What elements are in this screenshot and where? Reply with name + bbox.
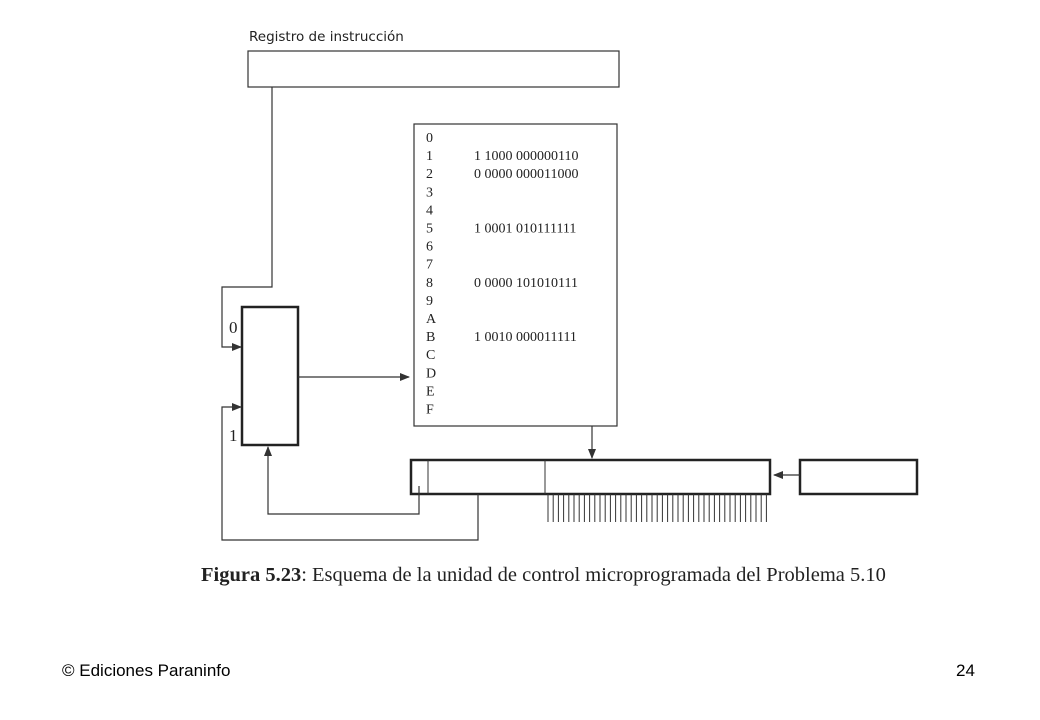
mux-input-0-label: 0 — [229, 318, 238, 337]
rom-word: 0 0000 101010111 — [474, 276, 578, 291]
rom-address: F — [426, 403, 434, 418]
rom-address: 2 — [426, 167, 433, 182]
rom-word: 1 1000 000000110 — [474, 149, 578, 164]
control-signal-lines — [547, 494, 767, 522]
rom-address: E — [426, 384, 435, 399]
instruction-register — [247, 50, 620, 88]
mux-input-1-label: 1 — [229, 426, 238, 445]
rom-word: 1 0010 000011111 — [474, 330, 577, 345]
caption-text: : Esquema de la unidad de control microp… — [301, 564, 886, 586]
rom-address: 0 — [426, 131, 433, 146]
rom-address: 4 — [426, 203, 433, 218]
rom-address: 5 — [426, 222, 433, 237]
rom-address: D — [426, 366, 436, 381]
address-field-feedback-line — [221, 403, 479, 541]
ir-to-mux-line — [221, 87, 273, 351]
footer-publisher: © Ediciones Paraninfo — [62, 661, 231, 680]
multiplexer — [240, 305, 300, 447]
rom-address: 8 — [426, 276, 433, 291]
microinstruction-register — [409, 458, 772, 496]
rom-address: 9 — [426, 294, 433, 309]
external-register — [798, 458, 919, 496]
control-memory — [413, 123, 618, 427]
rom-address: C — [426, 348, 435, 363]
instruction-register-label: Registro de instrucción — [249, 29, 404, 45]
rom-word: 1 0001 010111111 — [474, 222, 576, 237]
rom-address: B — [426, 330, 435, 345]
figure-caption: Figura 5.23: Esquema de la unidad de con… — [201, 561, 901, 589]
rom-address: 6 — [426, 240, 433, 255]
rom-address: 7 — [426, 258, 433, 273]
rom-address: 3 — [426, 185, 433, 200]
caption-label: Figura 5.23 — [201, 564, 302, 586]
rom-address: A — [426, 312, 437, 327]
control-memory-contents: 0 1 1 1000 000000110 2 0 0000 000011000 3 4 5 1 … — [426, 131, 578, 418]
select-bit-feedback-line — [264, 446, 420, 515]
rom-word: 0 0000 000011000 — [474, 167, 578, 182]
page-number: 24 — [956, 661, 975, 680]
rom-address: 1 — [426, 149, 433, 164]
